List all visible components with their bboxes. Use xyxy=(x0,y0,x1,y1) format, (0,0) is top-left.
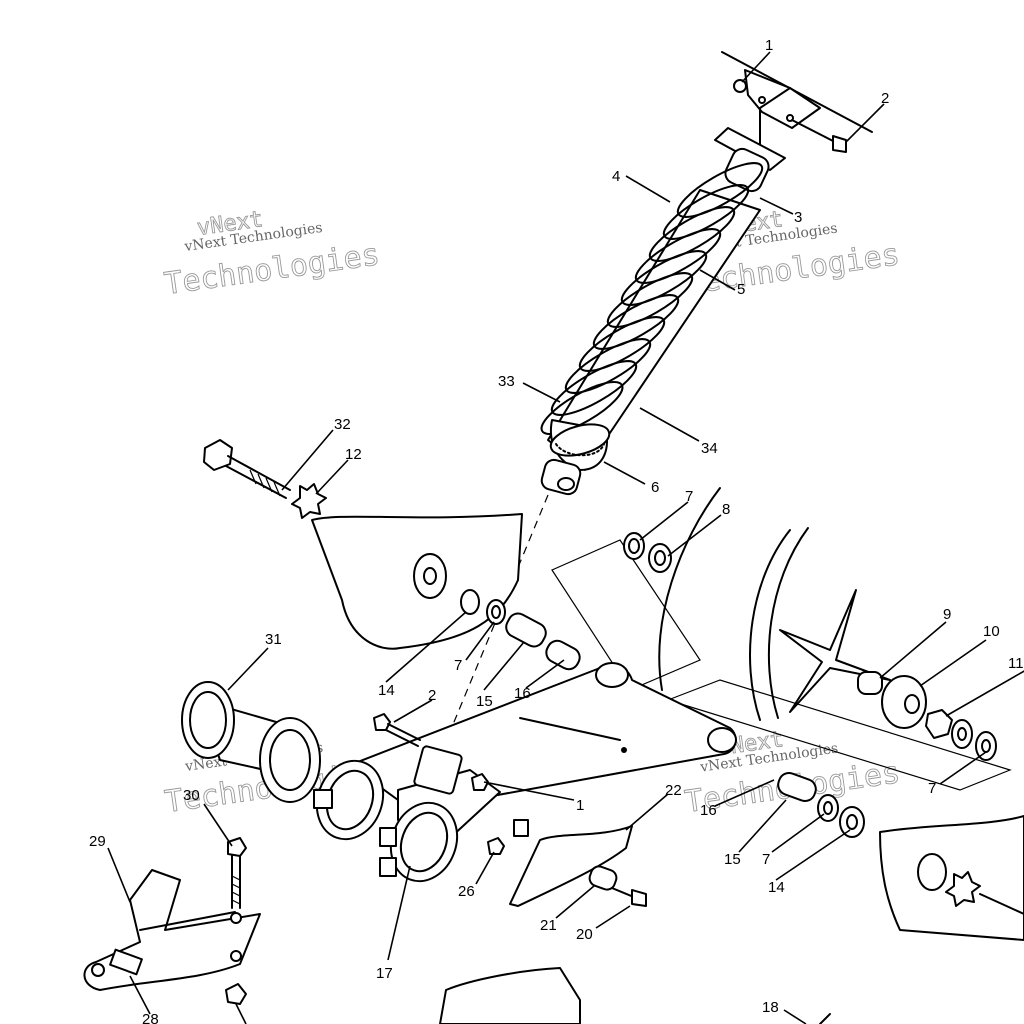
alignment-guide-2 xyxy=(666,679,1012,791)
callout-16-a: 16 xyxy=(514,685,531,702)
callout-7-c: 7 xyxy=(928,780,936,797)
callout-9: 9 xyxy=(943,606,951,623)
bushing-15 xyxy=(505,612,547,648)
wheel-hub-10 xyxy=(881,675,927,729)
callout-31: 31 xyxy=(265,631,282,648)
callout-16-b: 16 xyxy=(700,802,717,819)
bottom-bracket xyxy=(439,967,581,1024)
callout-15-b: 15 xyxy=(724,851,741,868)
bracket-29 xyxy=(83,869,261,991)
callout-8: 8 xyxy=(722,501,730,518)
callout-7-d: 7 xyxy=(762,851,770,868)
bushing-15-right xyxy=(777,771,817,803)
bolt-20 xyxy=(611,887,647,907)
callout-1: 1 xyxy=(765,37,773,54)
callout-7-a: 7 xyxy=(685,488,693,505)
callout-30: 30 xyxy=(183,787,200,804)
callout-2: 2 xyxy=(881,90,889,107)
callout-3: 3 xyxy=(794,209,802,226)
nut-1-lower xyxy=(471,773,489,791)
callout-labels: 1 2 3 4 5 33 34 6 32 12 7 8 31 14 7 15 1… xyxy=(89,37,1024,1024)
nut-bottom xyxy=(225,983,247,1005)
callout-2-b: 2 xyxy=(428,687,436,704)
sprocket-star xyxy=(779,589,891,713)
bushing-16 xyxy=(545,639,581,671)
callout-17: 17 xyxy=(376,965,393,982)
callout-26: 26 xyxy=(458,883,475,900)
callout-14-b: 14 xyxy=(768,879,785,896)
callout-5: 5 xyxy=(737,281,745,298)
star-nut-right xyxy=(945,871,981,907)
callout-29: 29 xyxy=(89,833,106,850)
bolt-32 xyxy=(203,439,291,499)
callout-22: 22 xyxy=(665,782,682,799)
nut-26 xyxy=(487,837,505,855)
callout-21: 21 xyxy=(540,917,557,934)
callout-14-a: 14 xyxy=(378,682,395,699)
wheel-arc-outer xyxy=(658,487,721,691)
nut-11 xyxy=(925,709,953,739)
wheel-arc-inner xyxy=(749,529,791,721)
watermark-group-1: vNext vNext Technologies Technologies xyxy=(162,207,382,303)
label-plate-28 xyxy=(109,948,143,976)
star-nut-12 xyxy=(291,483,327,519)
top-mount-bracket xyxy=(714,51,873,171)
alignment-guide-1 xyxy=(551,539,701,691)
bolt-30 xyxy=(227,837,247,909)
lower-guard-22 xyxy=(509,825,633,907)
callout-15-a: 15 xyxy=(476,693,493,710)
callout-28: 28 xyxy=(142,1011,159,1024)
leader-lines xyxy=(107,51,1024,1024)
bolt-2-lower xyxy=(373,713,421,747)
callout-4: 4 xyxy=(612,168,620,185)
callout-1-b: 1 xyxy=(576,797,584,814)
callout-7-b: 7 xyxy=(454,657,462,674)
callout-10: 10 xyxy=(983,623,1000,640)
callout-34: 34 xyxy=(701,440,718,457)
callout-12: 12 xyxy=(345,446,362,463)
swing-arm xyxy=(313,662,737,883)
pivot-boss-right xyxy=(707,727,737,753)
callout-11: 11 xyxy=(1008,655,1024,672)
callout-33: 33 xyxy=(498,373,515,390)
callout-32: 32 xyxy=(334,416,351,433)
guard-plate-right xyxy=(879,815,1024,941)
collar-9 xyxy=(857,671,883,695)
callout-6: 6 xyxy=(651,479,659,496)
callout-18: 18 xyxy=(762,999,779,1016)
pivot-boss-top xyxy=(595,662,629,688)
axle-housing-31 xyxy=(181,681,321,803)
spacer-21 xyxy=(588,865,618,891)
shock-absorber xyxy=(540,147,770,496)
washer-14 xyxy=(460,589,480,615)
callout-20: 20 xyxy=(576,926,593,943)
